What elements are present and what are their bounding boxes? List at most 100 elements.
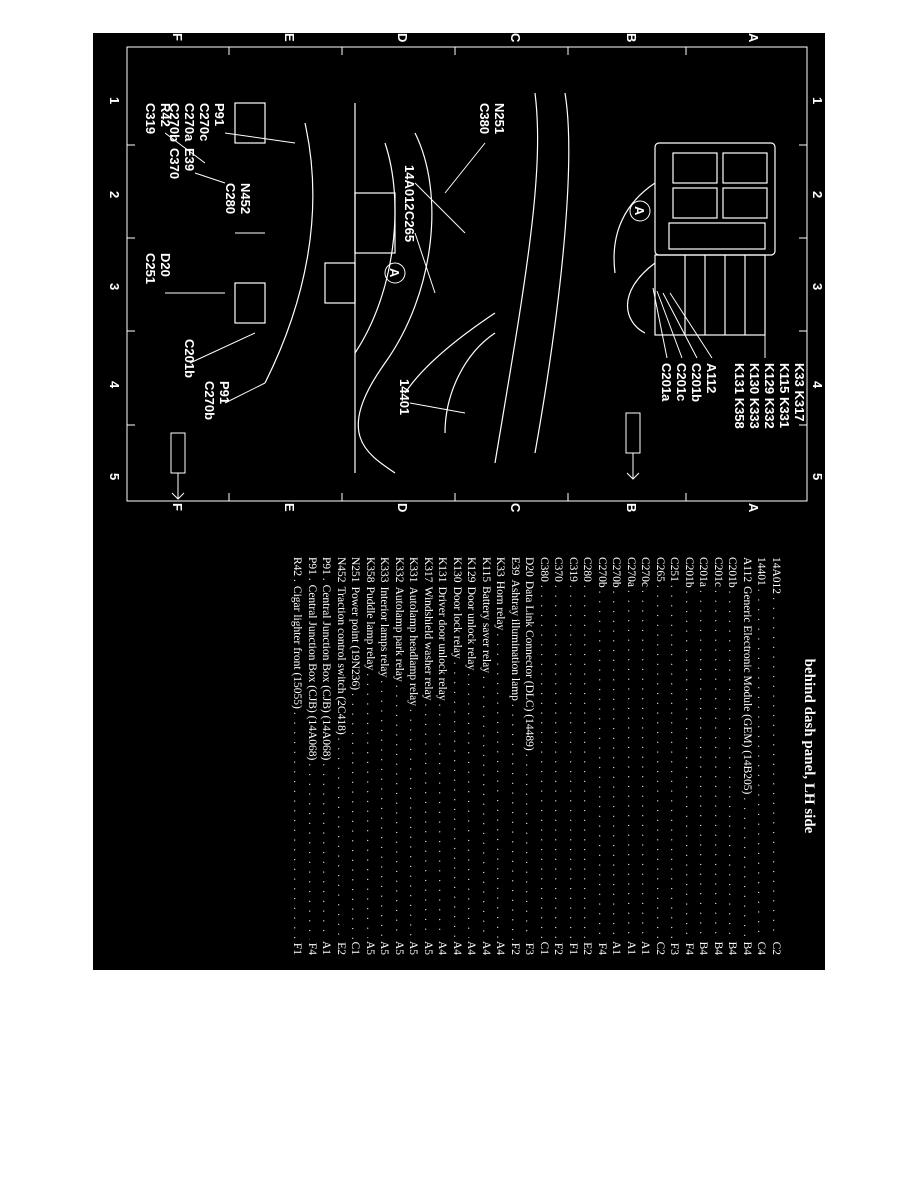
col-label-3-bottom: 3 (107, 283, 122, 290)
legend-leader-dots (609, 591, 624, 938)
legend-code: P91 . (320, 557, 333, 581)
col-label-5-bottom: 5 (107, 473, 122, 480)
legend-code: C270a (625, 557, 637, 588)
legend-grid-ref: F4 (596, 942, 608, 955)
legend-code: C270b (610, 557, 623, 588)
legend-leader-dots (754, 589, 769, 939)
legend-leader-dots (464, 673, 479, 938)
legend-grid-ref: A4 (494, 940, 507, 955)
main-leader-lines (164, 132, 486, 414)
legend-description: Door unlock relay (465, 586, 478, 671)
row-label-b: B (624, 33, 639, 42)
c270c-label: C270c (197, 103, 212, 141)
legend-grid-ref: F1 (291, 942, 304, 955)
legend-leader-dots (566, 585, 581, 940)
legend-description: Interior lamps relay (378, 586, 391, 678)
legend-leader-dots (305, 763, 320, 940)
inset-leader-lines (652, 273, 766, 359)
legend-row: C280E2 (580, 557, 595, 955)
diagram-svg: 1 2 3 4 5 1 2 3 4 5 (107, 33, 825, 513)
legend-grid-ref: A5 (422, 940, 434, 955)
legend-grid-ref: C1 (538, 941, 550, 955)
legend-leader-dots (740, 797, 755, 938)
legend-grid-ref: A4 (465, 940, 478, 955)
k-group-line-2: K115 K331 (777, 363, 792, 428)
n251-label: N251 (492, 103, 507, 134)
legend-grid-ref: E2 (335, 942, 347, 955)
legend-grid-ref: B4 (741, 941, 753, 955)
legend-code: K129 (465, 557, 478, 583)
legend-description: Door lock relay (451, 586, 463, 659)
legend-code: A112 (741, 557, 753, 583)
row-label-b-right: B (624, 503, 639, 512)
legend-code: K333 (378, 557, 391, 583)
legend-leader-dots (493, 633, 508, 938)
legend-description: Windshield washer relay (422, 586, 434, 701)
legend-row: P91 .Central Junction Box (CJB) (14A068)… (305, 557, 320, 955)
legend-code: K317 (422, 557, 434, 583)
legend-leader-dots (363, 673, 378, 938)
c270a-label: C270a (182, 103, 197, 142)
legend-grid-ref: A4 (436, 940, 449, 955)
legend-grid-ref: F4 (683, 942, 695, 955)
legend-description: Puddle lamp relay (364, 586, 376, 671)
legend-row: C270bF4 (595, 557, 610, 955)
legend-description: Central Junction Box (CJB) (14A068) (306, 584, 318, 761)
legend-leader-dots (696, 590, 711, 939)
c370-label: C370 (167, 148, 182, 179)
legend-leader-dots (450, 662, 465, 938)
legend-grid-ref: A5 (378, 940, 391, 955)
legend-leader-dots (580, 585, 595, 939)
r42-label: R42 (158, 103, 173, 127)
legend-description: Horn relay (494, 580, 507, 631)
legend-row: C319F1 (566, 557, 581, 955)
legend-row: C201aB4 (696, 557, 711, 955)
c319-label: C319 (143, 103, 158, 134)
col-label-4: 4 (810, 381, 825, 389)
legend-grid-ref: C1 (349, 941, 362, 955)
n452-label: N452 (238, 183, 253, 214)
row-label-d: D (395, 33, 410, 42)
legend-code: E39 (509, 557, 521, 576)
row-label-a: A (746, 33, 761, 43)
main-marker-a-circle (384, 262, 406, 284)
legend-leader-dots (624, 590, 639, 938)
legend-leader-dots (682, 591, 697, 940)
legend-code: C370 (552, 557, 565, 582)
c280-label: C280 (223, 183, 238, 214)
component-legend: behind dash panel, LH side 14A012C214401… (93, 528, 825, 970)
main-view-arrow-icon (170, 432, 186, 500)
legend-description: Autolamp headlamp relay (407, 586, 420, 706)
a112-label: A112 (704, 363, 719, 393)
legend-grid-ref: A1 (625, 940, 637, 955)
legend-grid-ref: A5 (407, 940, 420, 955)
c380-label: C380 (477, 103, 492, 134)
legend-code: C319 (567, 557, 579, 582)
p91-bottom-label: P91 (217, 381, 232, 404)
location-sheet: 1 2 3 4 5 1 2 3 4 5 (93, 33, 825, 970)
legend-description: Central Junction Box (CJB) (14A068) (320, 584, 333, 761)
c201c-label: C201c (674, 363, 689, 401)
c270b-label: C270b (167, 103, 182, 142)
legend-leader-dots (769, 597, 784, 939)
legend-grid-ref: F2 (552, 942, 565, 955)
legend-code: N452 (335, 557, 347, 583)
legend-description: Generic Electronic Module (GEM) (14B205) (741, 586, 753, 795)
legend-leader-dots (725, 591, 740, 939)
legend-row: P91 . Central Junction Box (CJB) (14A068)… (319, 557, 334, 955)
legend-leader-dots (348, 693, 363, 939)
legend-leader-dots (653, 585, 668, 939)
legend-leader-dots (392, 685, 407, 938)
row-label-f: F (170, 33, 185, 41)
c201b-bottom-label: C201b (182, 339, 197, 378)
junction-box-drawing (613, 142, 776, 336)
legend-code: 14401 (755, 557, 768, 586)
k-group-line-3: K129 K332 (762, 363, 777, 429)
row-label-c: C (508, 33, 523, 43)
